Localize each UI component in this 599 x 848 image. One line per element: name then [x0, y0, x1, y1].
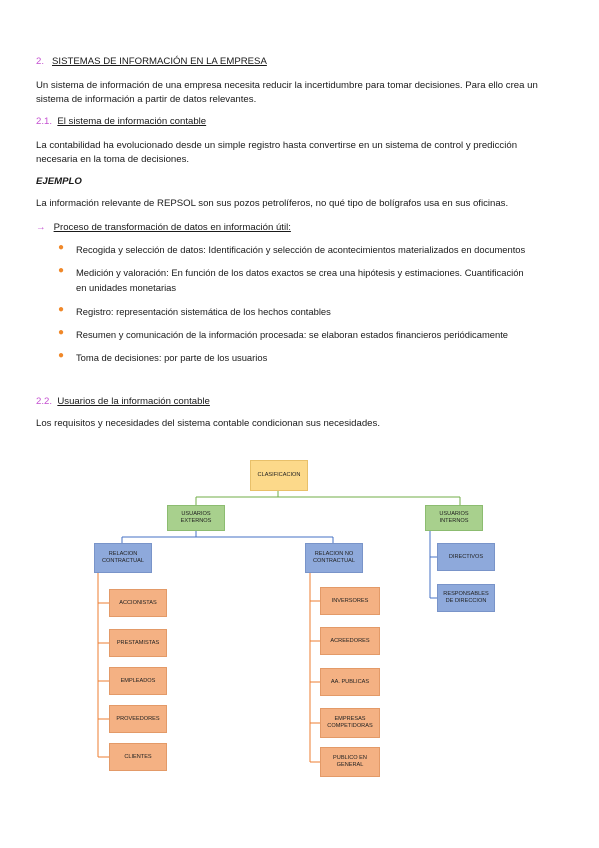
node-responsables-direccion: RESPONSABLES DE DIRECCION [437, 584, 495, 612]
section-title: SISTEMAS DE INFORMACIÓN EN LA EMPRESA [52, 56, 267, 67]
bullet-item-2: Medición y valoración: En función de los… [76, 267, 524, 278]
bullet-icon: ● [58, 350, 65, 361]
bullet-item-3: Registro: representación sistemática de … [76, 306, 331, 317]
bullet-item-5: Toma de decisiones: por parte de los usu… [76, 352, 268, 363]
node-clientes: CLIENTES [109, 743, 167, 771]
node-empleados: EMPLEADOS [109, 667, 167, 695]
users-para: Los requisitos y necesidades del sistema… [36, 418, 380, 429]
bullet-item-4: Resumen y comunicación de la información… [76, 329, 509, 340]
node-aa-publicas: AA. PUBLICAS [320, 668, 380, 696]
para-line-1: La contabilidad ha evolucionado desde un… [36, 140, 518, 151]
intro-line-2: sistema de información a partir de datos… [36, 94, 257, 105]
node-inversores: INVERSORES [320, 587, 380, 615]
subsection-heading-2-2: 2.2. Usuarios de la información contable [36, 396, 210, 407]
node-accionistas: ACCIONISTAS [109, 589, 167, 617]
subsection-title: El sistema de información contable [57, 116, 207, 127]
section-number: 2. [36, 56, 45, 67]
section-heading: 2. SISTEMAS DE INFORMACIÓN EN LA EMPRESA [36, 56, 267, 67]
node-prestamistas: PRESTAMISTAS [109, 629, 167, 657]
node-directivos: DIRECTIVOS [437, 543, 495, 571]
bullet-icon: ● [58, 242, 65, 253]
example-label: EJEMPLO [36, 176, 82, 187]
node-clasificacion: CLASIFICACION [250, 460, 308, 491]
bullet-icon: ● [58, 304, 65, 315]
node-relacion-no-contractual: RELACION NO CONTRACTUAL [305, 543, 363, 573]
node-proveedores: PROVEEDORES [109, 705, 167, 733]
node-empresas-competidoras: EMPRESAS COMPETIDORAS [320, 708, 380, 738]
example-text: La información relevante de REPSOL son s… [36, 198, 509, 209]
node-usuarios-internos: USUARIOS INTERNOS [425, 505, 483, 531]
subsection-number: 2.1. [36, 116, 53, 127]
subsection-title: Usuarios de la información contable [57, 396, 210, 407]
bullet-item-1: Recogida y selección de datos: Identific… [76, 244, 526, 255]
subsection-heading-2-1: 2.1. El sistema de información contable [36, 116, 206, 127]
node-relacion-contractual: RELACION CONTRACTUAL [94, 543, 152, 573]
para-line-2: necesaria en la toma de decisiones. [36, 154, 190, 165]
node-acreedores: ACREEDORES [320, 627, 380, 655]
subsection-number: 2.2. [36, 396, 53, 407]
bullet-icon: ● [58, 265, 65, 276]
node-usuarios-externos: USUARIOS EXTERNOS [167, 505, 225, 531]
process-title: Proceso de transformación de datos en in… [53, 222, 291, 233]
arrow-icon: → [36, 222, 46, 233]
node-publico-general: PUBLICO EN GENERAL [320, 747, 380, 777]
bullet-item-2-cont: en unidades monetarias [76, 282, 177, 293]
process-heading: → Proceso de transformación de datos en … [36, 220, 291, 235]
intro-line-1: Un sistema de información de una empresa… [36, 80, 538, 91]
bullet-icon: ● [58, 327, 65, 338]
